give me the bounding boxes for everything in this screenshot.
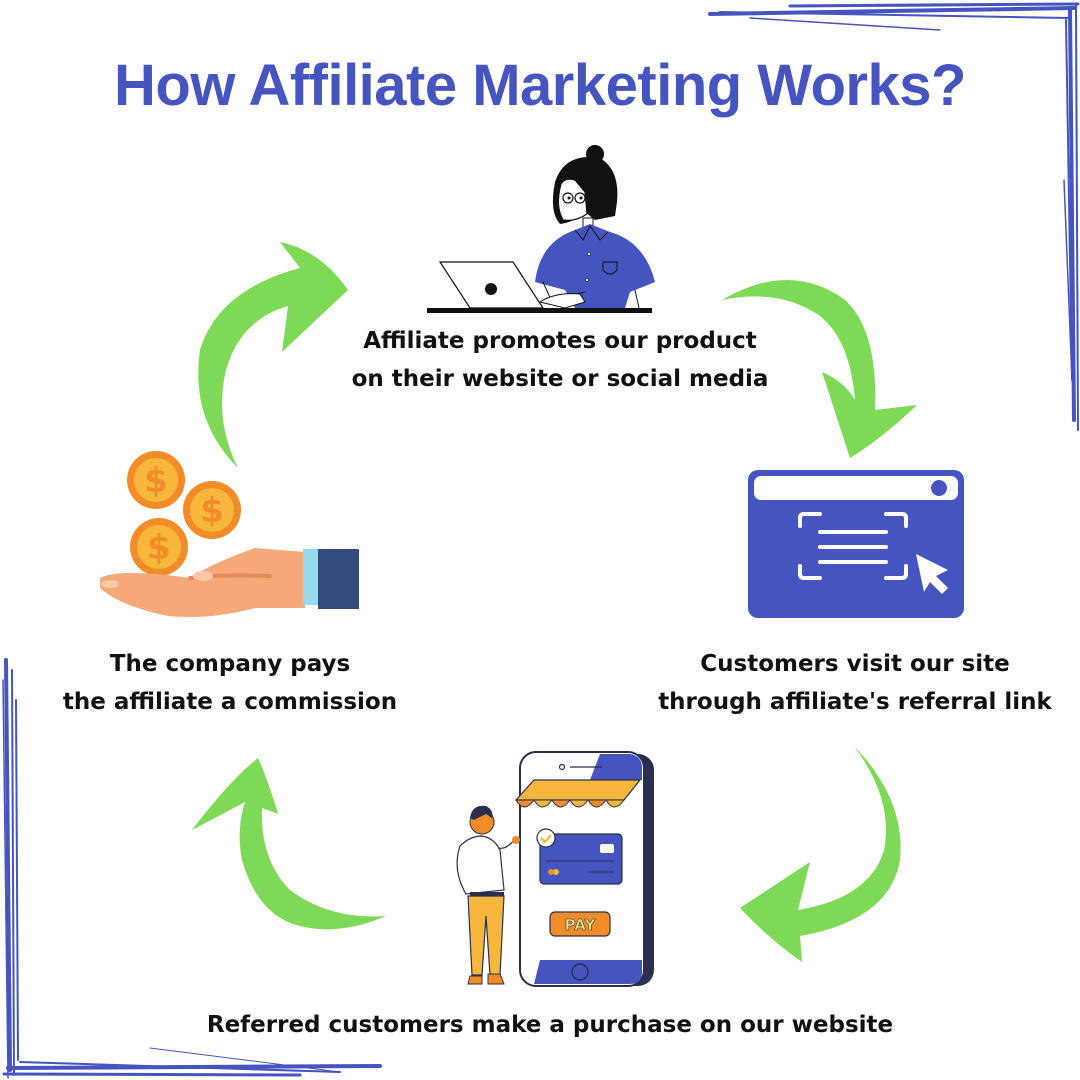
- coin-icon: $: [127, 451, 185, 509]
- caption-line: through affiliate's referral link: [658, 689, 1052, 715]
- arrow-bottom-left-icon: [192, 758, 386, 930]
- woman-at-laptop-icon: [427, 145, 655, 313]
- mobile-shop-pay-icon: PAY: [456, 751, 654, 987]
- coin-icon: $: [130, 518, 188, 576]
- coin-icon: $: [183, 481, 241, 539]
- step-caption-purchase: Referred customers make a purchase on ou…: [150, 1006, 950, 1044]
- step-caption-promote: Affiliate promotes our product on their …: [300, 322, 820, 398]
- browser-click-icon: [748, 470, 964, 618]
- arrow-top-right-icon: [722, 280, 917, 458]
- caption-line: Referred customers make a purchase on ou…: [206, 1012, 894, 1038]
- svg-text:$: $: [200, 491, 224, 531]
- arrow-top-left-icon: [198, 242, 348, 468]
- page-title: How Affiliate Marketing Works?: [114, 53, 966, 118]
- caption-line: on their website or social media: [351, 366, 769, 392]
- step-caption-visit: Customers visit our site through affilia…: [630, 645, 1080, 721]
- caption-line: the affiliate a commission: [62, 689, 398, 715]
- step-caption-commission: The company pays the affiliate a commiss…: [30, 645, 430, 721]
- pay-button-label: PAY: [565, 916, 597, 934]
- svg-text:$: $: [147, 528, 171, 568]
- arrow-bottom-right-icon: [740, 746, 901, 962]
- caption-line: The company pays: [109, 651, 351, 677]
- caption-line: Customers visit our site: [700, 651, 1010, 677]
- svg-text:$: $: [144, 461, 168, 501]
- caption-line: Affiliate promotes our product: [363, 328, 757, 354]
- hand-with-coins-icon: $ $ $: [100, 451, 359, 617]
